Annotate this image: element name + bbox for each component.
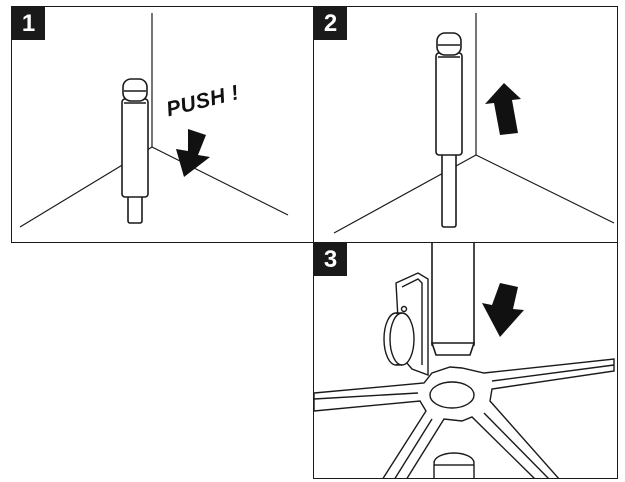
up-arrow-icon (485, 83, 521, 135)
step-3-number: 3 (323, 246, 338, 273)
caster-wheel (383, 272, 429, 377)
step-1-number: 1 (21, 10, 36, 37)
step-3-panel: 3 (313, 242, 618, 479)
step-1-illustration (19, 13, 289, 228)
step-3-illustration (314, 243, 615, 478)
step-2-illustration (333, 13, 615, 234)
step-1-badge: 1 (12, 7, 45, 40)
gas-lift-cylinder (430, 243, 476, 356)
step-3-badge: 3 (314, 243, 347, 276)
room-corner (333, 13, 615, 234)
room-corner (19, 13, 289, 228)
gas-lift-cylinder (435, 32, 463, 228)
down-arrow-icon (176, 129, 210, 177)
step-2-panel: 2 (313, 6, 618, 243)
step-2-badge: 2 (314, 7, 347, 40)
down-arrow-icon (482, 283, 524, 337)
step-2-number: 2 (323, 10, 338, 37)
five-star-base (314, 358, 615, 478)
gas-lift-cylinder (121, 78, 149, 224)
step-1-panel: 1 PUSH ! (11, 6, 314, 243)
